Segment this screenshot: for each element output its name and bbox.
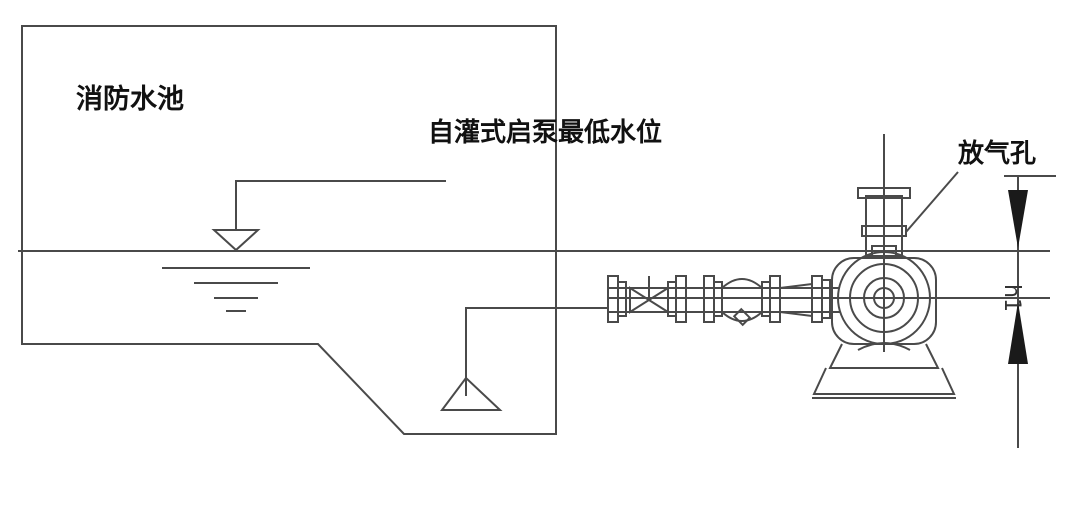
level-marker-triangle [214, 230, 258, 250]
vent-leader-line [906, 172, 958, 232]
gate-valve [630, 276, 668, 312]
vent-hole-label: 放气孔 [958, 139, 1037, 169]
check-valve [722, 279, 762, 325]
h1-arrow-up [1008, 302, 1028, 364]
h1-label: h1 [999, 284, 1024, 312]
suction-pipe [466, 308, 608, 396]
water-surface-symbol [162, 268, 310, 311]
h1-arrow-down [1008, 190, 1028, 248]
flange-1 [608, 276, 626, 322]
min-level-label: 自灌式启泵最低水位 [428, 118, 663, 148]
flange-2 [668, 276, 686, 322]
pool-outline [22, 26, 556, 434]
reducer [780, 276, 830, 322]
suction-inlet-bell [442, 378, 500, 410]
level-leader-line [236, 181, 446, 230]
pool-label: 消防水池 [76, 84, 184, 115]
